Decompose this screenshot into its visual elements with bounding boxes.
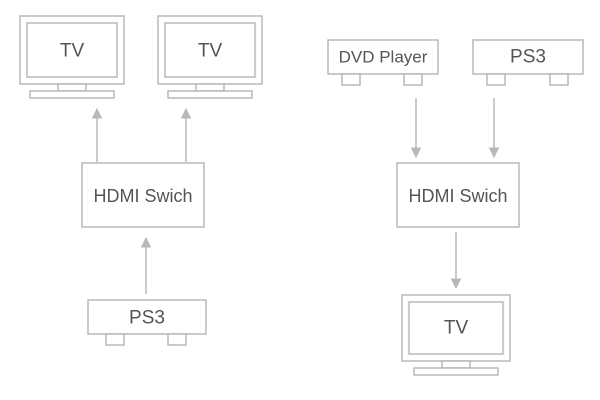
left-tv-1-label: TV <box>60 41 85 62</box>
left-ps3-device: PS3 <box>87 299 207 346</box>
switch-box <box>81 162 205 228</box>
tv-base <box>29 90 115 99</box>
right-source-2-label: PS3 <box>510 47 546 68</box>
right-ps3-device: PS3 <box>472 39 584 86</box>
device-body <box>87 299 207 335</box>
tv-screen <box>408 301 504 355</box>
left-setup: TV TV HDMI Swich PS3 <box>19 15 263 346</box>
device-foot-left <box>105 333 125 346</box>
left-tv-2: TV <box>157 15 263 99</box>
left-hdmi-switch: HDMI Swich <box>81 162 205 228</box>
device-foot-right <box>549 73 569 86</box>
tv-base <box>167 90 253 99</box>
device-foot-left <box>486 73 506 86</box>
left-switch-label: HDMI Swich <box>93 186 192 206</box>
right-tv: TV <box>401 294 511 376</box>
tv-neck <box>195 83 225 92</box>
right-setup: DVD Player PS3 HDMI Swich TV <box>327 39 584 376</box>
device-body <box>472 39 584 75</box>
right-source-1-label: DVD Player <box>339 48 428 67</box>
tv-neck <box>441 360 471 369</box>
tv-base <box>413 367 499 376</box>
left-tv-2-label: TV <box>198 41 223 62</box>
device-foot-right <box>167 333 187 346</box>
right-switch-label: HDMI Swich <box>408 186 507 206</box>
device-body <box>327 39 439 75</box>
left-source-label: PS3 <box>129 308 165 329</box>
right-hdmi-switch: HDMI Swich <box>396 162 520 228</box>
tv-screen <box>26 22 118 78</box>
right-dvd-player: DVD Player <box>327 39 439 86</box>
left-tv-1: TV <box>19 15 125 99</box>
right-tv-label: TV <box>444 318 469 339</box>
device-foot-left <box>341 73 361 86</box>
tv-neck <box>57 83 87 92</box>
device-foot-right <box>403 73 423 86</box>
switch-box <box>396 162 520 228</box>
tv-screen <box>164 22 256 78</box>
